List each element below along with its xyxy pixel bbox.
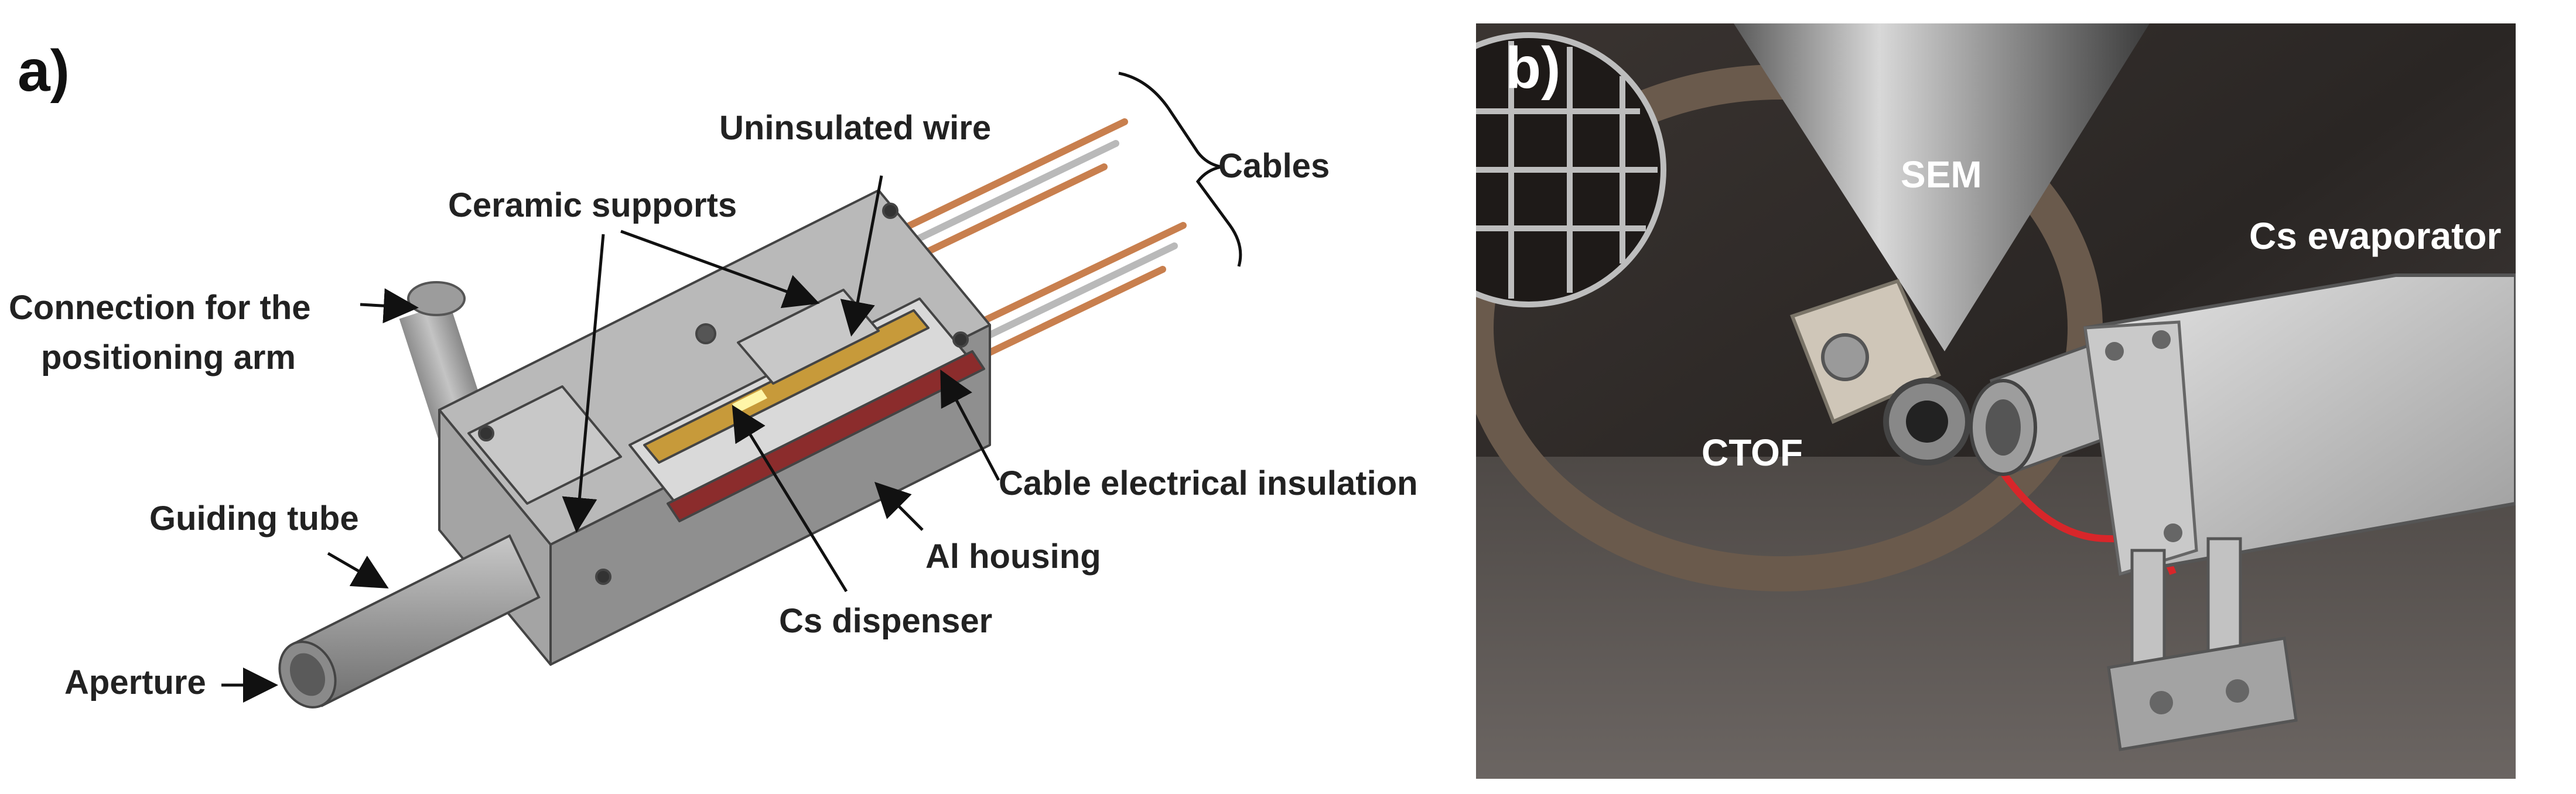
panel-a-letter: a): [18, 38, 70, 104]
label-cables: Cables: [1218, 147, 1330, 185]
label-connection-line1: Connection for the: [9, 289, 311, 327]
label-ceramic-supports: Ceramic supports: [448, 186, 737, 224]
panel-a-diagram: a): [9, 38, 1418, 709]
cs-evaporator-box: [2083, 273, 2516, 751]
panel-b-letter: b): [1505, 35, 1560, 101]
ctof-detector: [1790, 279, 1971, 466]
panel-b-photo: b) SEM Cs evaporator CTOF: [1476, 23, 2516, 779]
label-sem: SEM: [1901, 153, 1982, 196]
label-al-housing: Al housing: [925, 538, 1101, 576]
sem-cone: [1734, 23, 2150, 351]
evaporator-tube: [1969, 340, 2122, 476]
label-aperture: Aperture: [64, 663, 206, 701]
label-cs-dispenser: Cs dispenser: [779, 602, 992, 640]
label-cs-evaporator: Cs evaporator: [2249, 215, 2501, 257]
mesh-grid: [1476, 32, 1666, 307]
label-guiding-tube: Guiding tube: [149, 499, 359, 538]
label-ctof: CTOF: [1702, 432, 1803, 474]
guiding-tube: [278, 534, 541, 709]
leader-lines: [221, 71, 1242, 703]
label-connection-line2: positioning arm: [41, 338, 296, 377]
label-cable-insulation: Cable electrical insulation: [999, 464, 1418, 502]
label-uninsulated-wire: Uninsulated wire: [719, 109, 991, 147]
